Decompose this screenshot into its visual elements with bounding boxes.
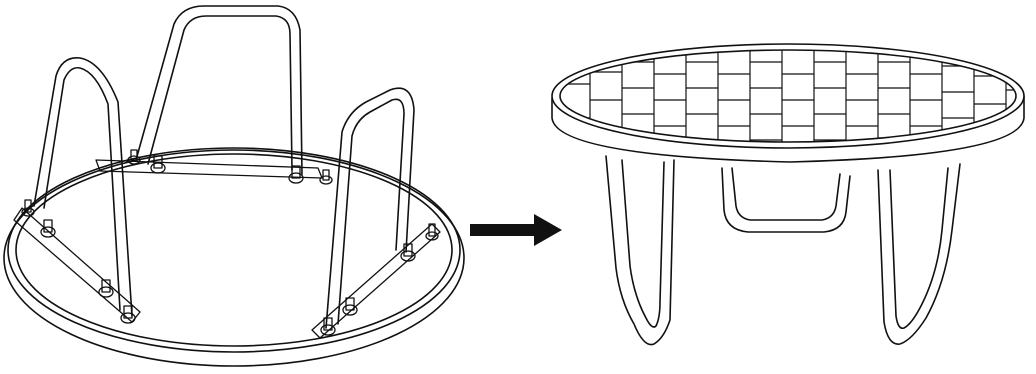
table-upside-down [3,5,465,367]
leg-front-right [877,163,961,345]
leg-front-left [605,155,675,346]
tabletop-underside [3,147,465,367]
bolt-icon [425,223,439,241]
mounting-brackets [13,159,441,339]
bolt-icon [400,243,416,262]
bolt-icon [40,219,56,238]
right-arrow-icon [470,214,562,246]
bolt-icon [320,317,336,336]
bolt-icon [21,199,35,217]
leg-back [721,167,851,233]
bolt-icon [288,165,304,184]
bolt-icon [319,169,333,185]
leg-right [325,87,415,329]
leg-left [33,57,133,317]
leg-back [135,5,303,175]
bolt-icon [98,279,114,298]
table-upright [551,43,1025,346]
tabletop [551,43,1025,163]
bolt-icon [150,155,166,174]
bolt-icon [342,297,358,316]
